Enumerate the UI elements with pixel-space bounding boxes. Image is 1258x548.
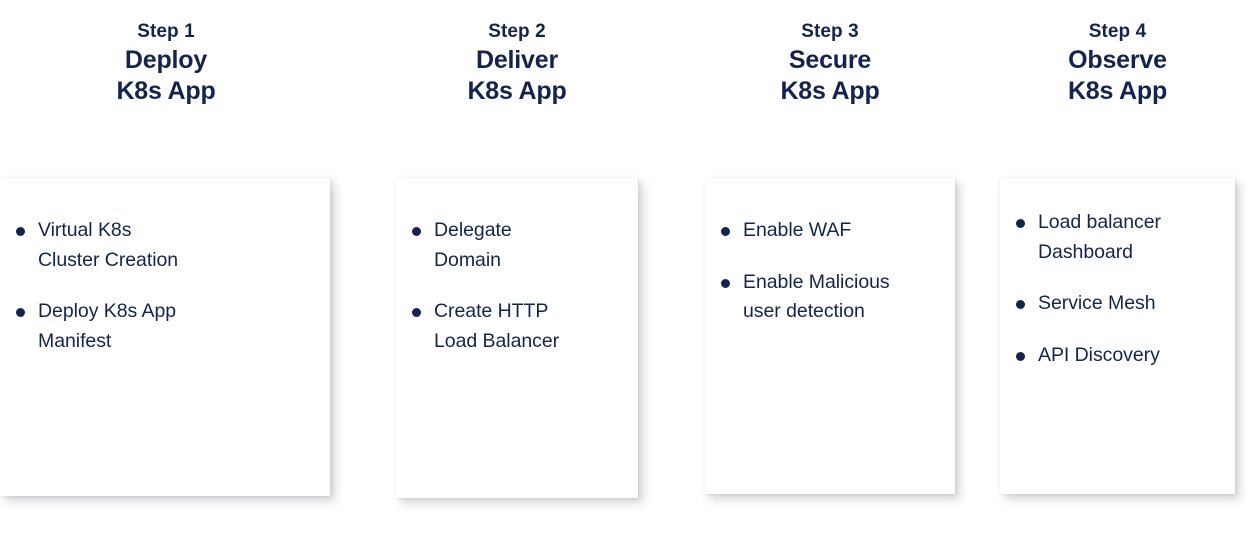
step-card-4[interactable]: Load balancer Dashboard Service Mesh API… <box>1000 178 1235 494</box>
step-column-1: Step 1 Deploy K8s App Virtual K8s Cluste… <box>0 0 332 548</box>
step-title-2-line2: K8s App <box>467 77 567 105</box>
step-title-4: Observe K8s App <box>1000 48 1235 104</box>
list-item-line2: Domain <box>434 248 501 271</box>
list-item-text: Load balancer Dashboard <box>1038 208 1235 267</box>
list-item-line1: Create HTTP <box>434 300 549 323</box>
list-item-line2: Manifest <box>38 329 112 352</box>
step-title-1-line2: K8s App <box>116 77 216 105</box>
list-item-line1: Service Mesh <box>1038 292 1156 315</box>
list-item-text: API Discovery <box>1038 341 1235 371</box>
list-item[interactable]: API Discovery <box>1000 341 1235 371</box>
list-item-line2: Load Balancer <box>434 329 560 352</box>
step-card-1[interactable]: Virtual K8s Cluster Creation Deploy K8s … <box>0 178 330 496</box>
list-item-text: Enable Malicious user detection <box>743 268 955 327</box>
step-bullet-list-2: Delegate Domain Create HTTP Load Balance… <box>396 216 638 357</box>
step-header-4: Step 4 Observe K8s App <box>1000 22 1235 104</box>
list-item-line1: Delegate <box>434 219 512 241</box>
step-title-4-line2: K8s App <box>1067 77 1168 105</box>
step-bullet-list-3: Enable WAF Enable Malicious user detecti… <box>705 216 955 327</box>
step-header-1: Step 1 Deploy K8s App <box>0 22 332 104</box>
step-title-1-line1: Deploy <box>124 46 208 74</box>
list-item-text: Deploy K8s App Manifest <box>38 297 330 356</box>
list-item-text: Virtual K8s Cluster Creation <box>38 216 330 275</box>
list-item[interactable]: Service Mesh <box>1000 289 1235 319</box>
step-card-3[interactable]: Enable WAF Enable Malicious user detecti… <box>705 178 955 494</box>
step-bullet-list-4: Load balancer Dashboard Service Mesh API… <box>1000 208 1235 371</box>
step-bullet-list-1: Virtual K8s Cluster Creation Deploy K8s … <box>0 216 330 357</box>
list-item-line1: Enable WAF <box>743 219 852 241</box>
step-eyebrow-4: Step 4 <box>1088 21 1147 42</box>
step-title-1: Deploy K8s App <box>0 48 332 104</box>
step-header-2: Step 2 Deliver K8s App <box>396 22 638 104</box>
step-eyebrow-1: Step 1 <box>137 21 195 42</box>
list-item-text: Delegate Domain <box>434 216 638 275</box>
list-item[interactable]: Load balancer Dashboard <box>1000 208 1235 267</box>
step-title-2: Deliver K8s App <box>396 48 638 104</box>
step-eyebrow-2: Step 2 <box>488 21 546 42</box>
step-title-3-line2: K8s App <box>780 77 880 105</box>
list-item[interactable]: Virtual K8s Cluster Creation <box>0 216 330 275</box>
step-title-3-line1: Secure <box>788 46 872 74</box>
list-item[interactable]: Delegate Domain <box>396 216 638 275</box>
bullet-dot-icon <box>1016 351 1025 361</box>
list-item[interactable]: Deploy K8s App Manifest <box>0 297 330 356</box>
bullet-dot-icon <box>412 308 421 318</box>
step-header-3: Step 3 Secure K8s App <box>705 22 955 104</box>
bullet-dot-icon <box>1016 300 1025 310</box>
list-item-line1: Deploy K8s App <box>38 300 177 323</box>
bullet-dot-icon <box>721 278 730 288</box>
step-column-4: Step 4 Observe K8s App Load balancer Das… <box>1000 0 1235 548</box>
bullet-dot-icon <box>1016 219 1025 228</box>
list-item-line1: Load balancer <box>1038 211 1161 233</box>
list-item[interactable]: Enable Malicious user detection <box>705 268 955 327</box>
step-column-2: Step 2 Deliver K8s App Delegate Domain <box>396 0 638 548</box>
list-item-line2: Cluster Creation <box>38 248 179 271</box>
step-title-3: Secure K8s App <box>705 48 955 104</box>
step-card-2[interactable]: Delegate Domain Create HTTP Load Balance… <box>396 178 638 498</box>
list-item-text: Enable WAF <box>743 216 955 246</box>
list-item-line1: Enable Malicious <box>743 270 890 293</box>
list-item-line1: API Discovery <box>1038 343 1160 366</box>
list-item-line2: Dashboard <box>1038 240 1133 263</box>
bullet-dot-icon <box>16 308 25 318</box>
list-item-text: Service Mesh <box>1038 289 1235 319</box>
list-item-line1: Virtual K8s <box>38 219 132 241</box>
bullet-dot-icon <box>412 227 421 236</box>
step-title-2-line1: Deliver <box>476 46 558 74</box>
bullet-dot-icon <box>16 227 25 236</box>
list-item-text: Create HTTP Load Balancer <box>434 297 638 356</box>
bullet-dot-icon <box>721 227 730 236</box>
step-title-4-line1: Observe <box>1068 46 1167 74</box>
list-item-line2: user detection <box>743 300 865 323</box>
list-item[interactable]: Create HTTP Load Balancer <box>396 297 638 356</box>
step-column-3: Step 3 Secure K8s App Enable WAF Enable … <box>705 0 955 548</box>
step-eyebrow-3: Step 3 <box>801 21 859 42</box>
list-item[interactable]: Enable WAF <box>705 216 955 246</box>
